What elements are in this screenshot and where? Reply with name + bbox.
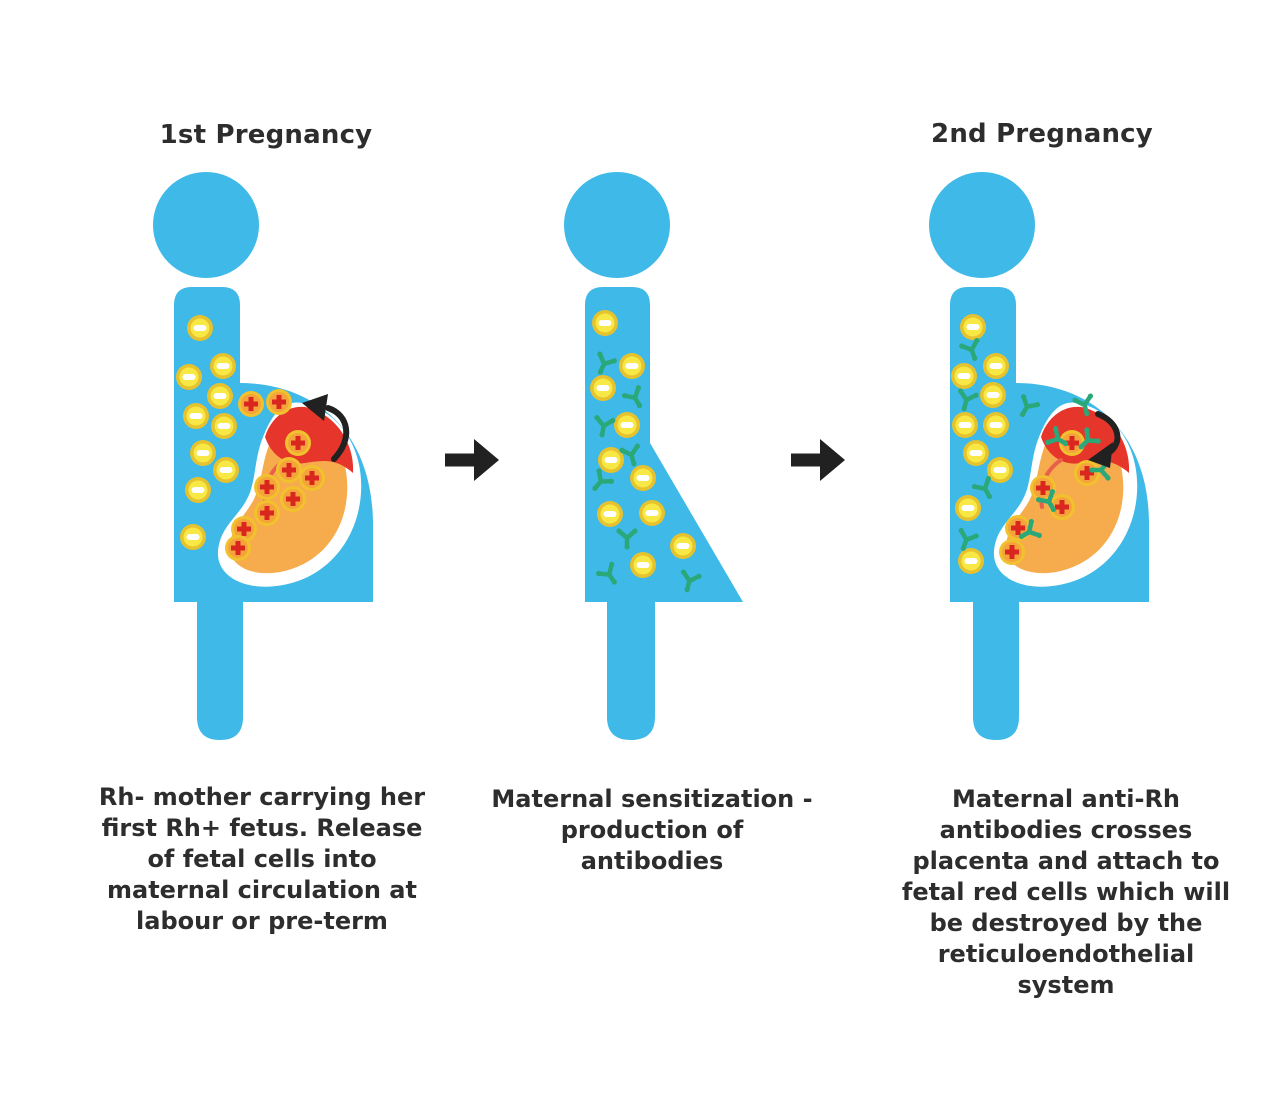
rh-positive-cell-icon	[299, 465, 325, 491]
rh-positive-cell-icon	[266, 389, 292, 415]
figure-pregnant-mother-2	[929, 172, 1149, 740]
rh-negative-cell-icon	[592, 310, 618, 336]
rh-negative-cell-icon	[630, 552, 656, 578]
rh-negative-cell-icon	[955, 495, 981, 521]
rh-negative-cell-icon	[980, 382, 1006, 408]
caption-sensitization: Maternal sensitization - production of a…	[491, 785, 813, 875]
mother-head	[564, 172, 670, 278]
figure-pregnant-mother-1	[153, 172, 373, 740]
rh-negative-cell-icon	[190, 440, 216, 466]
rh-negative-cell-icon	[590, 375, 616, 401]
step-arrow-icon	[445, 439, 499, 481]
rh-positive-cell-icon	[276, 457, 302, 483]
caption-first-pregnancy: Rh- mother carrying her first Rh+ fetus.…	[98, 783, 426, 935]
transfer-arrow-icon	[1088, 411, 1121, 468]
first-pregnancy-title: 1st Pregnancy	[159, 120, 373, 150]
rh-negative-cell-icon	[952, 412, 978, 438]
rh-negative-cell-icon	[187, 315, 213, 341]
rh-positive-cell-icon	[280, 486, 306, 512]
rh-positive-cell-icon	[285, 430, 311, 456]
rh-positive-cell-icon	[254, 474, 280, 500]
mother-leg	[197, 602, 243, 740]
rh-negative-cell-icon	[963, 440, 989, 466]
rh-negative-cell-icon	[619, 353, 645, 379]
rh-negative-cell-icon	[670, 533, 696, 559]
rh-negative-cell-icon	[210, 353, 236, 379]
rh-positive-cell-icon	[238, 391, 264, 417]
rh-positive-cell-icon	[1005, 515, 1031, 541]
figure-sensitized-mother	[564, 172, 743, 740]
transfer-arrow-icon	[302, 394, 350, 462]
mother-leg	[973, 602, 1019, 740]
rh-negative-cell-icon	[207, 383, 233, 409]
rh-positive-cell-icon	[254, 500, 280, 526]
rh-positive-cell-icon	[225, 535, 251, 561]
second-pregnancy-title: 2nd Pregnancy	[931, 119, 1153, 149]
rh-negative-cell-icon	[983, 353, 1009, 379]
rh-negative-cell-icon	[183, 403, 209, 429]
rh-negative-cell-icon	[185, 477, 211, 503]
rh-negative-cell-icon	[614, 412, 640, 438]
rh-negative-cell-icon	[176, 364, 202, 390]
rh-negative-cell-icon	[960, 314, 986, 340]
rh-negative-cell-icon	[639, 500, 665, 526]
rh-negative-cell-icon	[211, 413, 237, 439]
rh-negative-cell-icon	[958, 548, 984, 574]
mother-head	[153, 172, 259, 278]
rh-negative-cell-icon	[951, 363, 977, 389]
caption-second-pregnancy: Maternal anti-Rh antibodies crosses plac…	[901, 785, 1231, 999]
rh-negative-cell-icon	[597, 501, 623, 527]
rh-negative-cell-icon	[983, 412, 1009, 438]
rh-negative-cell-icon	[180, 524, 206, 550]
rh-negative-cell-icon	[213, 457, 239, 483]
mother-head	[929, 172, 1035, 278]
rh-negative-cell-icon	[630, 465, 656, 491]
rh-positive-cell-icon	[999, 539, 1025, 565]
rh-positive-cell-icon	[1074, 460, 1100, 486]
mother-leg	[607, 602, 655, 740]
step-arrow-icon	[791, 439, 845, 481]
